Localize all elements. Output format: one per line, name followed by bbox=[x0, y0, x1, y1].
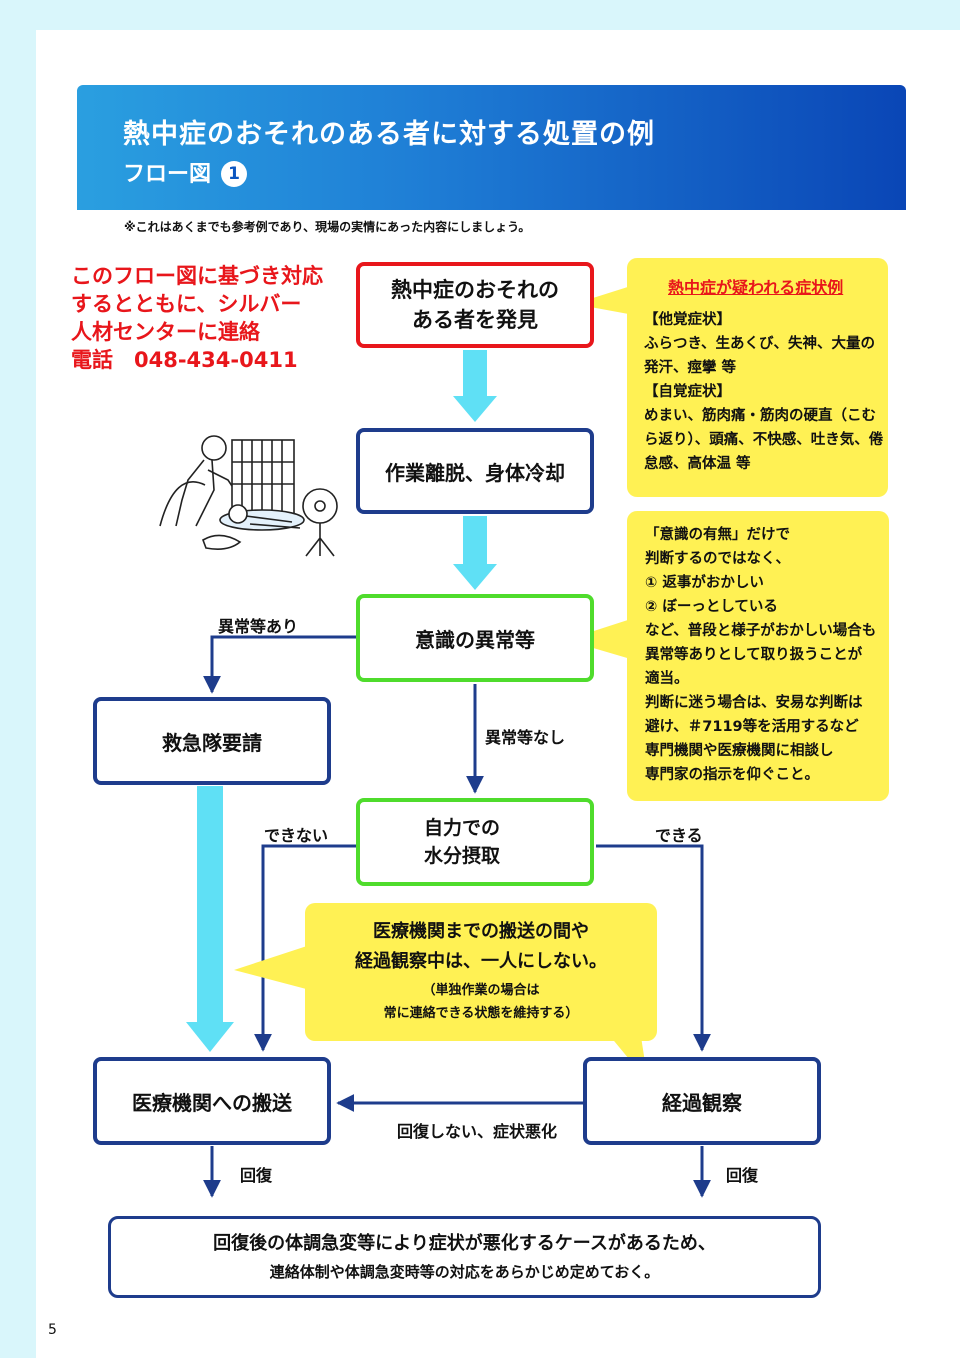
contact-line: このフロー図に基づき対応 bbox=[71, 264, 323, 288]
symptoms-line: めまい、筋肉痛・筋肉の硬直（こむ bbox=[644, 408, 876, 424]
edge-label-recovered-left: 回復 bbox=[240, 1166, 273, 1185]
final-line-2: 連絡体制や体調急変時等の対応をあらかじめ定めておく。 bbox=[269, 1263, 660, 1281]
contact-instructions: このフロー図に基づき対応 するとともに、シルバー 人材センターに連絡 電話 04… bbox=[71, 262, 323, 374]
judgment-line: 「意識の有無」だけで bbox=[645, 527, 790, 543]
consciousness-label: 意識の異常等 bbox=[415, 627, 535, 652]
final-note-box: 回復後の体調急変等により症状が悪化するケースがあるため、 連絡体制や体調急変時等… bbox=[108, 1216, 821, 1298]
judgment-line: 判断に迷う場合は、安易な判断は bbox=[645, 695, 863, 711]
transport-label: 医療機関への搬送 bbox=[132, 1090, 292, 1115]
judgment-line: など、普段と様子がおかしい場合も bbox=[645, 623, 877, 639]
edge-can bbox=[596, 844, 711, 1052]
judgment-line: ① 返事がおかしい bbox=[645, 575, 764, 591]
consciousness-box: 意識の異常等 bbox=[356, 594, 594, 682]
judgment-line: 適当。 bbox=[645, 671, 689, 687]
hydration-line: 自力での bbox=[424, 817, 501, 839]
symptoms-line: 発汗、痙攣 等 bbox=[644, 360, 737, 376]
page-number: 5 bbox=[48, 1322, 57, 1338]
ambulance-label: 救急隊要請 bbox=[162, 730, 262, 755]
judgment-line: 異常等ありとして取り扱うことが bbox=[645, 647, 863, 663]
edge-label-not-recovered: 回復しない、症状悪化 bbox=[397, 1122, 558, 1141]
symptoms-self-title: 【自覚症状】 bbox=[644, 384, 731, 400]
hydration-box: 自力での 水分摂取 bbox=[356, 798, 594, 886]
contact-line: するとともに、シルバー bbox=[71, 292, 302, 316]
cooling-box: 作業離脱、身体冷却 bbox=[356, 428, 594, 514]
discover-box: 熱中症のおそれの ある者を発見 bbox=[356, 262, 594, 348]
edge-label-cannot: できない bbox=[264, 826, 329, 845]
transport-box: 医療機関への搬送 bbox=[93, 1057, 331, 1145]
alone-line: 医療機関までの搬送の間や bbox=[373, 921, 589, 942]
judgment-callout: 「意識の有無」だけで 判断するのではなく、 ① 返事がおかしい ② ぼーっとして… bbox=[627, 511, 889, 801]
observe-box: 経過観察 bbox=[583, 1057, 821, 1145]
judgment-tail bbox=[566, 618, 634, 660]
judgment-line: 判断するのではなく、 bbox=[645, 551, 790, 567]
subtitle-text: フロー図 bbox=[123, 162, 212, 187]
cooling-label: 作業離脱、身体冷却 bbox=[385, 460, 565, 485]
judgment-line: 避け、＃7119等を活用するなど bbox=[645, 719, 859, 735]
contact-line: 人材センターに連絡 bbox=[71, 320, 260, 344]
cyan-arrow-3 bbox=[186, 786, 234, 1052]
edge-label-abnormal-no: 異常等なし bbox=[485, 728, 566, 747]
alone-tail-left bbox=[234, 945, 310, 990]
symptoms-line: ら返り）、頭痛、不快感、吐き気、倦 bbox=[644, 432, 884, 448]
symptoms-heading: 熱中症が疑われる症状例 bbox=[668, 278, 844, 297]
symptoms-other-title: 【他覚症状】 bbox=[644, 312, 731, 328]
symptoms-tail bbox=[574, 285, 634, 315]
cyan-arrow-1 bbox=[453, 350, 497, 422]
worker-cooling-illustration bbox=[159, 435, 338, 557]
observe-label: 経過観察 bbox=[662, 1090, 742, 1115]
final-line-1: 回復後の体調急変等により症状が悪化するケースがあるため、 bbox=[213, 1233, 716, 1254]
alone-line: 経過観察中は、一人にしない。 bbox=[355, 951, 607, 972]
alone-callout: 医療機関までの搬送の間や 経過観察中は、一人にしない。 （単独作業の場合は 常に… bbox=[305, 903, 657, 1041]
edge-label-abnormal-yes: 異常等あり bbox=[218, 617, 299, 636]
edge-abnormal-yes bbox=[203, 635, 356, 694]
discover-line: 熱中症のおそれの bbox=[391, 278, 559, 302]
ambulance-box: 救急隊要請 bbox=[93, 697, 331, 785]
symptoms-line: 怠感、高体温 等 bbox=[644, 456, 751, 472]
edge-label-recovered-right: 回復 bbox=[726, 1166, 759, 1185]
discover-line: ある者を発見 bbox=[412, 308, 538, 332]
reference-note: ※これはあくまでも参考例であり、現場の実情にあった内容にしましょう。 bbox=[124, 220, 531, 234]
cyan-arrow-2 bbox=[453, 516, 497, 590]
symptoms-callout: 熱中症が疑われる症状例 【他覚症状】 ふらつき、生あくび、失神、大量の 発汗、痙… bbox=[627, 258, 888, 497]
flow-subtitle: フロー図 1 bbox=[123, 156, 248, 188]
hydration-line: 水分摂取 bbox=[424, 845, 501, 867]
page-title: 熱中症のおそれのある者に対する処置の例 bbox=[123, 119, 655, 150]
subtitle-number-badge: 1 bbox=[221, 161, 248, 187]
judgment-line: 専門機関や医療機関に相談し bbox=[645, 743, 834, 759]
alone-small-line: （単独作業の場合は bbox=[422, 983, 540, 998]
edge-label-can: できる bbox=[655, 826, 703, 845]
symptoms-line: ふらつき、生あくび、失神、大量の bbox=[644, 336, 875, 352]
contact-phone: 電話 048-434-0411 bbox=[71, 348, 298, 372]
alone-small-line: 常に連絡できる状態を維持する） bbox=[383, 1006, 579, 1021]
judgment-line: ② ぼーっとしている bbox=[645, 599, 778, 615]
edge-cannot bbox=[254, 844, 356, 1052]
header-banner bbox=[77, 85, 906, 210]
judgment-line: 専門家の指示を仰ぐこと。 bbox=[645, 767, 819, 783]
